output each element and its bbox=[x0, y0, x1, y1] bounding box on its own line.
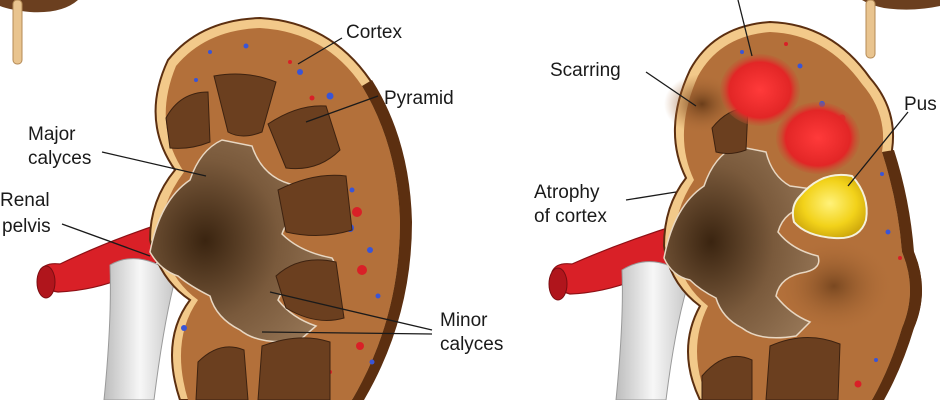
right-leader-lines bbox=[625, 0, 909, 201]
label-renal-pelvis-2: pelvis bbox=[2, 216, 51, 237]
label-atrophy-1: Atrophy bbox=[534, 182, 600, 203]
inflammation-area bbox=[776, 102, 860, 174]
left-leader-lines bbox=[61, 37, 433, 335]
ureter bbox=[615, 261, 691, 400]
label-pus: Pus bbox=[904, 94, 937, 115]
adrenal-gland bbox=[862, 0, 940, 10]
label-renal-pelvis-1: Renal bbox=[0, 190, 50, 211]
pyramid bbox=[213, 73, 277, 137]
cortex-shadow-edge bbox=[352, 80, 412, 400]
label-atrophy-2: of cortex bbox=[534, 206, 607, 227]
label-major-calyces-2: calyces bbox=[28, 148, 91, 169]
pyramid bbox=[267, 105, 341, 170]
top-vessel bbox=[865, 0, 876, 59]
pyramid bbox=[701, 356, 753, 400]
cortex-shadow-edge bbox=[872, 150, 922, 400]
pyramids bbox=[165, 73, 353, 400]
label-minor-calyces-2: calyces bbox=[440, 334, 503, 355]
pyramid bbox=[257, 337, 331, 400]
renal-artery-opening bbox=[36, 265, 56, 299]
diseased-kidney: Scarring Pus Atrophy of cortex bbox=[534, 0, 940, 400]
normal-kidney: Cortex Pyramid Major calyces Renal pelvi… bbox=[0, 0, 503, 400]
ureter bbox=[103, 258, 177, 400]
pyramid bbox=[277, 174, 353, 237]
inflammation-area bbox=[720, 54, 800, 126]
pyramid bbox=[165, 91, 211, 149]
renal-pelvis bbox=[663, 145, 822, 339]
pus-abscess bbox=[791, 174, 868, 240]
renal-artery-opening bbox=[548, 267, 568, 301]
label-scarring: Scarring bbox=[550, 60, 621, 81]
label-major-calyces-1: Major bbox=[28, 124, 76, 145]
pyramid bbox=[765, 336, 841, 400]
label-minor-calyces-1: Minor bbox=[440, 310, 488, 331]
adrenal-gland bbox=[0, 0, 78, 13]
top-vessel bbox=[12, 0, 23, 65]
label-cortex: Cortex bbox=[346, 22, 402, 43]
label-pyramid: Pyramid bbox=[384, 88, 454, 109]
pyramid bbox=[195, 346, 249, 400]
